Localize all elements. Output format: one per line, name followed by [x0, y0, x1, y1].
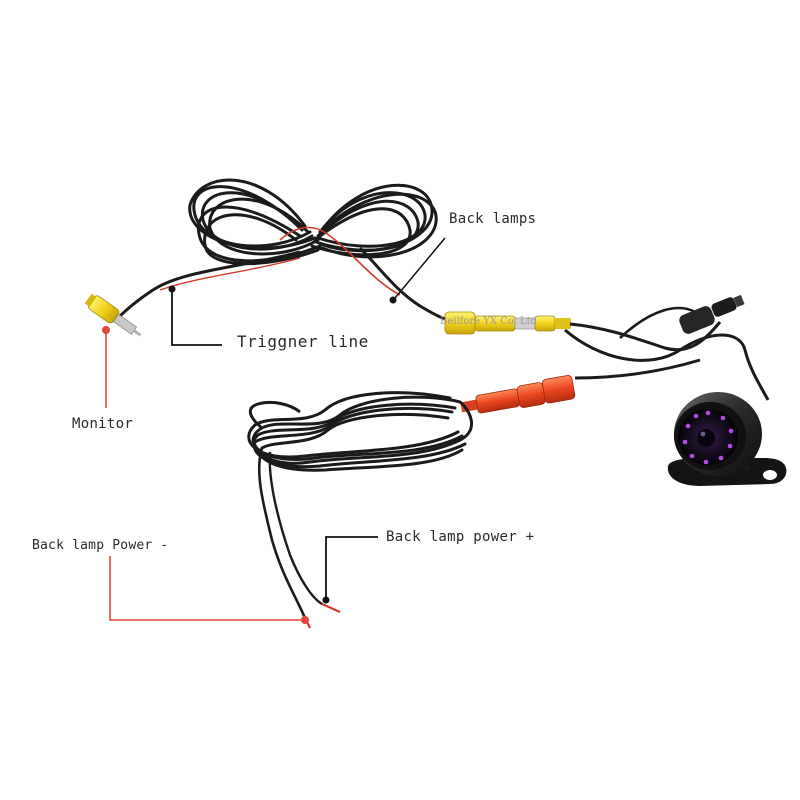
label-back-lamp-power-minus: Back lamp Power - [32, 538, 169, 553]
callout-monitor-leader [102, 326, 110, 408]
camera-icon [667, 392, 787, 486]
label-monitor: Monitor [72, 416, 134, 432]
callout-power-minus-leader [109, 556, 309, 624]
lower-cable-coil [247, 391, 473, 472]
upper-red-wire [279, 226, 401, 296]
upper-cable-coil [188, 178, 438, 266]
trigger-red-wire [159, 257, 301, 291]
rca-yellow-plug-icon [84, 293, 142, 337]
power-lead-black-2 [268, 451, 323, 606]
rca-yellow-jack-icon [444, 311, 571, 335]
inline-connector-icon [679, 294, 745, 334]
rca-red-jack-icon [460, 375, 576, 414]
back-lamps-cable [358, 246, 456, 324]
callout-power-plus-leader [322, 536, 378, 604]
callout-trigger-line-leader [168, 285, 222, 346]
label-trigger-line: Triggner line [237, 332, 369, 351]
label-back-lamps: Back lamps [449, 211, 537, 227]
trigger-cable [116, 250, 301, 320]
power-cable-to-red-jack [574, 358, 701, 380]
label-back-lamp-power-plus: Back lamp power + [386, 529, 535, 545]
power-lead-black [257, 447, 307, 619]
watermark: Bellfore YX Co. Ltd [440, 316, 538, 327]
callout-back-lamps-leader [389, 237, 446, 304]
power-lead-red-tip [321, 602, 341, 614]
